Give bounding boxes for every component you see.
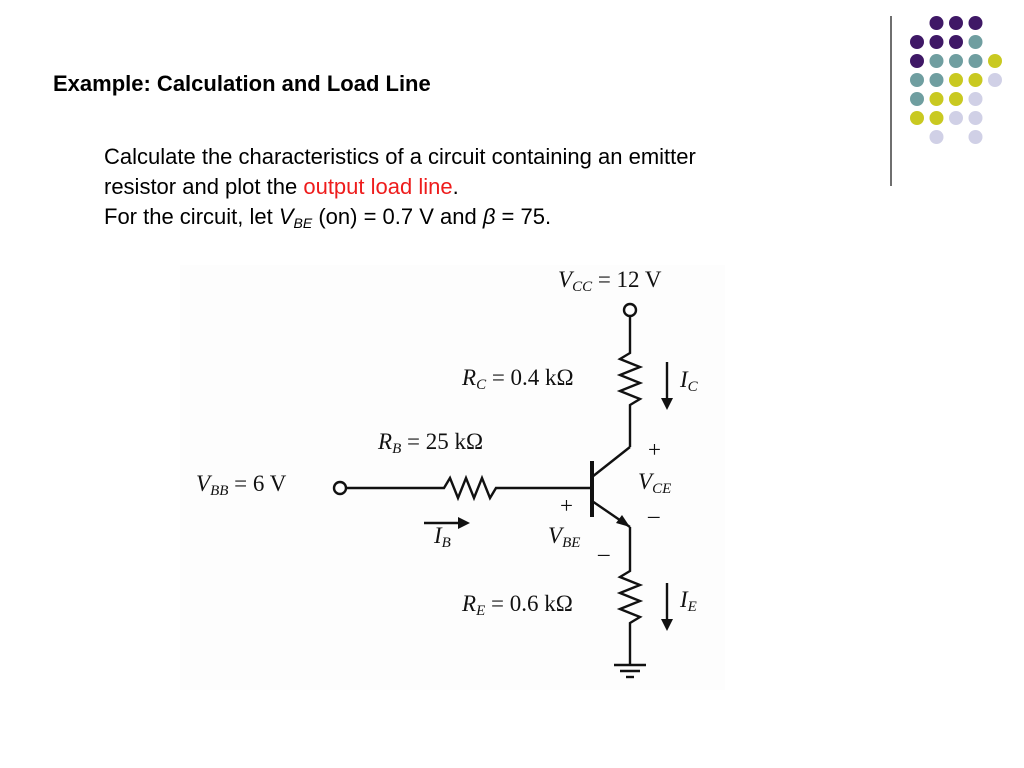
vcc-sub: CC bbox=[572, 279, 593, 295]
ic-arrow-head bbox=[661, 398, 673, 410]
rb-label: RB = 25 kΩ bbox=[378, 429, 484, 457]
rc-sub: C bbox=[476, 377, 487, 393]
rb-sub: B bbox=[392, 441, 402, 457]
decorative-dot bbox=[968, 111, 983, 125]
ie-sym: I bbox=[680, 587, 688, 612]
decorative-dot bbox=[968, 54, 983, 68]
highlight-output-load-line: output load line bbox=[303, 174, 453, 199]
circuit-figure: VCC = 12 V RC = 0.4 kΩ IC RB = 25 kΩ VBB… bbox=[180, 265, 725, 690]
decorative-dot-grid bbox=[910, 16, 1002, 144]
decorative-dot bbox=[929, 130, 944, 144]
vcc-val: = 12 V bbox=[592, 267, 662, 292]
vbe-minus: – bbox=[598, 541, 610, 566]
ic-label: IC bbox=[680, 367, 698, 395]
emitter-arrow-head bbox=[616, 515, 630, 527]
decorative-dot bbox=[968, 16, 983, 30]
decorative-dot bbox=[968, 130, 983, 144]
vce-sym: V bbox=[638, 469, 653, 494]
rb-val: = 25 kΩ bbox=[401, 429, 484, 454]
rc-resistor bbox=[616, 347, 644, 445]
decorative-dot bbox=[949, 54, 963, 68]
decorative-dot bbox=[949, 35, 963, 49]
vbe-symbol: V bbox=[278, 204, 294, 229]
circuit-schematic bbox=[180, 265, 725, 690]
ib-sym: I bbox=[434, 523, 442, 548]
re-resistor bbox=[616, 565, 644, 665]
decorative-dot bbox=[949, 16, 963, 30]
decorative-dot bbox=[949, 92, 963, 106]
vce-minus: – bbox=[648, 503, 660, 528]
slide-body: Calculate the characteristics of a circu… bbox=[104, 142, 884, 232]
ib-label: IB bbox=[434, 523, 451, 551]
decorative-dot bbox=[910, 92, 924, 106]
vbe-label: VBE bbox=[548, 523, 581, 551]
decorative-dot bbox=[949, 73, 963, 87]
collector-lead bbox=[591, 446, 631, 478]
vcc-label: VCC = 12 V bbox=[558, 267, 662, 295]
body-line-3: For the circuit, let VBE (on) = 0.7 V an… bbox=[104, 202, 884, 232]
re-sym: R bbox=[462, 591, 477, 616]
decorative-dot bbox=[910, 54, 924, 68]
vce-label: VCE bbox=[638, 469, 672, 497]
vbe-plus: + bbox=[560, 493, 573, 518]
decorative-dot bbox=[929, 111, 944, 125]
ib-sub: B bbox=[441, 535, 451, 551]
vbe-subscript: BE bbox=[293, 215, 313, 231]
decorative-dot bbox=[910, 73, 924, 87]
body-line-2: resistor and plot the output load line. bbox=[104, 172, 884, 202]
vbe-sub: BE bbox=[562, 535, 581, 551]
re-sub: E bbox=[476, 603, 486, 619]
beta-symbol: β bbox=[482, 204, 496, 229]
vce-plus: + bbox=[648, 437, 661, 462]
rc-label: RC = 0.4 kΩ bbox=[462, 365, 574, 393]
rc-val: = 0.4 kΩ bbox=[486, 365, 574, 390]
decorative-dot bbox=[968, 35, 983, 49]
decorative-dot bbox=[929, 35, 944, 49]
ic-sub: C bbox=[687, 379, 698, 395]
decorative-dot bbox=[910, 111, 924, 125]
decorative-dot bbox=[929, 73, 944, 87]
vbb-sub: BB bbox=[210, 483, 229, 499]
ib-arrow-head bbox=[458, 517, 470, 529]
decorative-dot bbox=[929, 92, 944, 106]
body-line-1: Calculate the characteristics of a circu… bbox=[104, 142, 884, 172]
decorative-dot bbox=[929, 54, 944, 68]
re-label: RE = 0.6 kΩ bbox=[462, 591, 573, 619]
rb-resistor bbox=[438, 474, 592, 502]
body-text-1: Calculate the characteristics of a circu… bbox=[104, 144, 696, 169]
divider-line bbox=[890, 16, 892, 186]
rb-sym: R bbox=[378, 429, 393, 454]
body-text-3: For the circuit, let bbox=[104, 204, 279, 229]
body-text-4: (on) = 0.7 V and bbox=[312, 204, 483, 229]
ie-label: IE bbox=[680, 587, 697, 615]
vcc-terminal bbox=[622, 302, 638, 318]
decorative-dot bbox=[929, 16, 944, 30]
decorative-dot bbox=[949, 111, 963, 125]
rc-sym: R bbox=[462, 365, 477, 390]
ie-sub: E bbox=[687, 599, 697, 615]
body-text-5: = 75. bbox=[495, 204, 552, 229]
slide-title: Example: Calculation and Load Line bbox=[53, 71, 431, 96]
vbe-sym: V bbox=[548, 523, 563, 548]
body-text-2: resistor and plot the bbox=[104, 174, 304, 199]
decorative-dot bbox=[968, 92, 983, 106]
ic-sym: I bbox=[680, 367, 688, 392]
vcc-sym: V bbox=[558, 267, 573, 292]
vbb-val: = 6 V bbox=[228, 471, 287, 496]
decorative-dot bbox=[988, 73, 1002, 87]
decorative-dot bbox=[968, 73, 983, 87]
decorative-dot bbox=[988, 54, 1002, 68]
body-period: . bbox=[452, 174, 459, 199]
ie-arrow-head bbox=[661, 619, 673, 631]
vbb-label: VBB = 6 V bbox=[196, 471, 287, 499]
re-val: = 0.6 kΩ bbox=[485, 591, 573, 616]
vbb-terminal bbox=[332, 480, 348, 496]
decorative-dot bbox=[910, 35, 924, 49]
vbb-sym: V bbox=[196, 471, 211, 496]
vce-sub: CE bbox=[652, 481, 672, 497]
